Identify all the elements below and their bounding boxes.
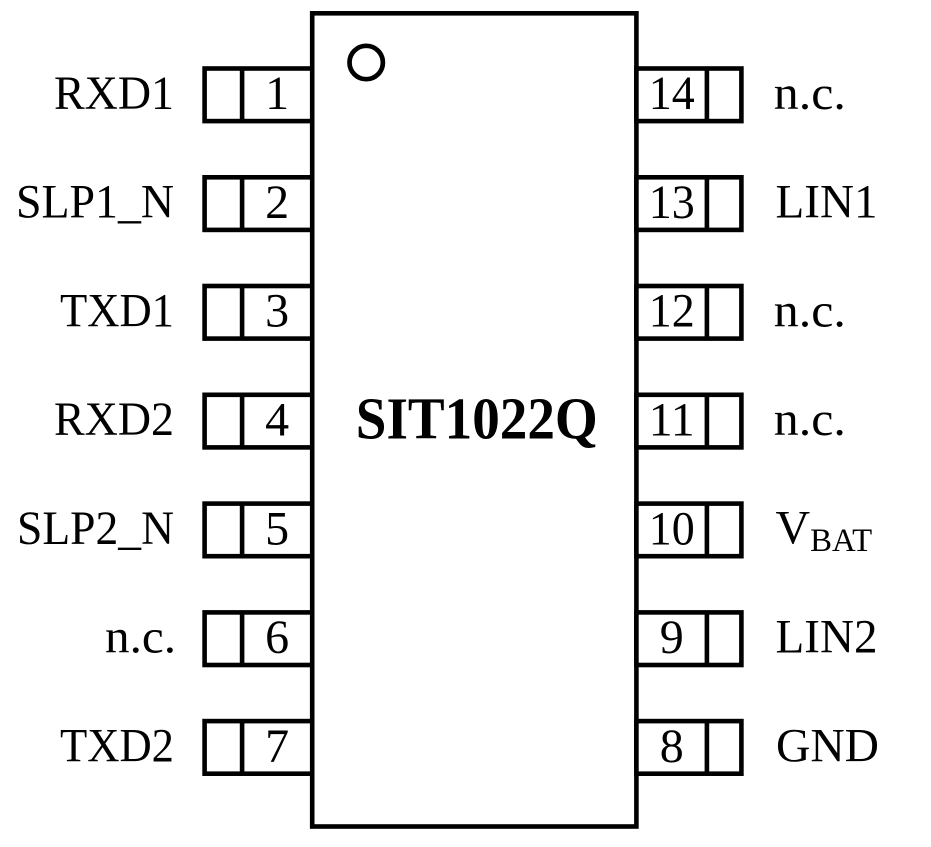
svg-text:6: 6 bbox=[265, 611, 289, 664]
svg-text:5: 5 bbox=[265, 502, 289, 555]
svg-text:8: 8 bbox=[660, 720, 684, 773]
svg-text:n.c.: n.c. bbox=[774, 393, 846, 446]
svg-text:12: 12 bbox=[649, 285, 695, 338]
svg-text:14: 14 bbox=[649, 67, 695, 120]
svg-text:GND: GND bbox=[776, 719, 879, 772]
svg-text:9: 9 bbox=[660, 611, 684, 664]
svg-text:SLP1_N: SLP1_N bbox=[16, 176, 174, 229]
svg-text:11: 11 bbox=[649, 394, 695, 447]
svg-text:RXD1: RXD1 bbox=[54, 67, 174, 120]
svg-text:SIT1022Q: SIT1022Q bbox=[356, 386, 598, 452]
svg-text:n.c.: n.c. bbox=[774, 284, 846, 337]
svg-text:TXD2: TXD2 bbox=[60, 719, 174, 772]
svg-text:TXD1: TXD1 bbox=[60, 284, 174, 337]
svg-text:LIN2: LIN2 bbox=[776, 611, 878, 664]
svg-text:1: 1 bbox=[265, 67, 289, 120]
svg-text:2: 2 bbox=[265, 176, 289, 229]
svg-text:n.c.: n.c. bbox=[774, 67, 846, 120]
svg-text:RXD2: RXD2 bbox=[54, 393, 174, 446]
svg-text:10: 10 bbox=[649, 502, 695, 555]
svg-text:n.c.: n.c. bbox=[105, 611, 176, 664]
svg-text:13: 13 bbox=[649, 176, 695, 229]
svg-text:4: 4 bbox=[265, 394, 289, 447]
svg-text:LIN1: LIN1 bbox=[776, 176, 878, 229]
svg-text:SLP2_N: SLP2_N bbox=[17, 502, 174, 555]
svg-text:3: 3 bbox=[265, 285, 289, 338]
svg-text:7: 7 bbox=[265, 720, 289, 773]
svg-text:VBAT: VBAT bbox=[776, 502, 873, 559]
